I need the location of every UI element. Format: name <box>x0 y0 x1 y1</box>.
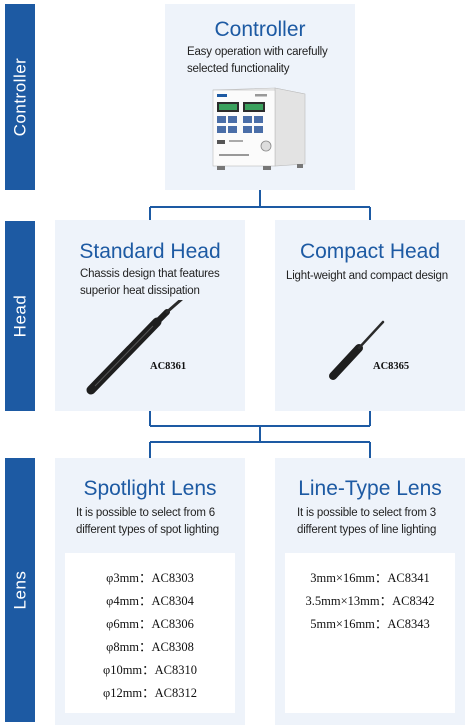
spotlight-lens-title: Spotlight Lens <box>83 477 217 500</box>
standard-head-box: Standard Head Chassis design that featur… <box>55 220 245 411</box>
line-lens-description: It is possible to select from 3 differen… <box>297 507 437 536</box>
spotlight-lens-list: φ3mm：AC8303 φ4mm：AC8304 φ6mm：AC8306 φ8mm… <box>65 553 235 713</box>
line-lens-box: Line-Type Lens It is possible to select … <box>275 458 465 725</box>
section-tab-controller: Controller <box>5 4 35 190</box>
section-tab-lens: Lens <box>5 458 35 722</box>
standard-head-image <box>86 300 183 395</box>
compact-head-title: Compact Head <box>299 240 441 263</box>
line-lens-title: Line-Type Lens <box>298 477 442 500</box>
controller-device-image <box>212 87 306 170</box>
compact-head-image <box>329 320 385 380</box>
standard-head-title: Standard Head <box>79 240 221 263</box>
compact-head-box: Compact Head Light-weight and compact de… <box>275 220 465 411</box>
compact-head-description: Light-weight and compact design <box>286 270 448 282</box>
controller-title: Controller <box>214 18 306 41</box>
list-item: 5mm×16mm：AC8343 <box>310 617 430 631</box>
list-item: φ4mm：AC8304 <box>106 594 194 608</box>
controller-box: Controller Easy operation with carefully… <box>165 4 355 190</box>
standard-head-model: AC8361 <box>150 361 187 372</box>
standard-head-description: Chassis design that features superior he… <box>80 268 220 297</box>
list-item: φ8mm：AC8308 <box>106 640 194 654</box>
list-item: 3.5mm×13mm：AC8342 <box>305 594 435 608</box>
controller-description: Easy operation with carefully selected f… <box>187 46 328 75</box>
compact-head-model: AC8365 <box>373 361 410 372</box>
list-item: φ3mm：AC8303 <box>106 571 194 585</box>
list-item: φ12mm：AC8312 <box>102 686 198 700</box>
line-lens-list: 3mm×16mm：AC8341 3.5mm×13mm：AC8342 5mm×16… <box>285 553 455 713</box>
list-item: φ10mm：AC8310 <box>102 663 198 677</box>
spotlight-lens-box: Spotlight Lens It is possible to select … <box>55 458 245 725</box>
spotlight-lens-description: It is possible to select from 6 differen… <box>76 507 219 536</box>
list-item: φ6mm：AC8306 <box>106 617 194 631</box>
section-tab-head: Head <box>5 221 35 411</box>
list-item: 3mm×16mm：AC8341 <box>310 571 430 585</box>
